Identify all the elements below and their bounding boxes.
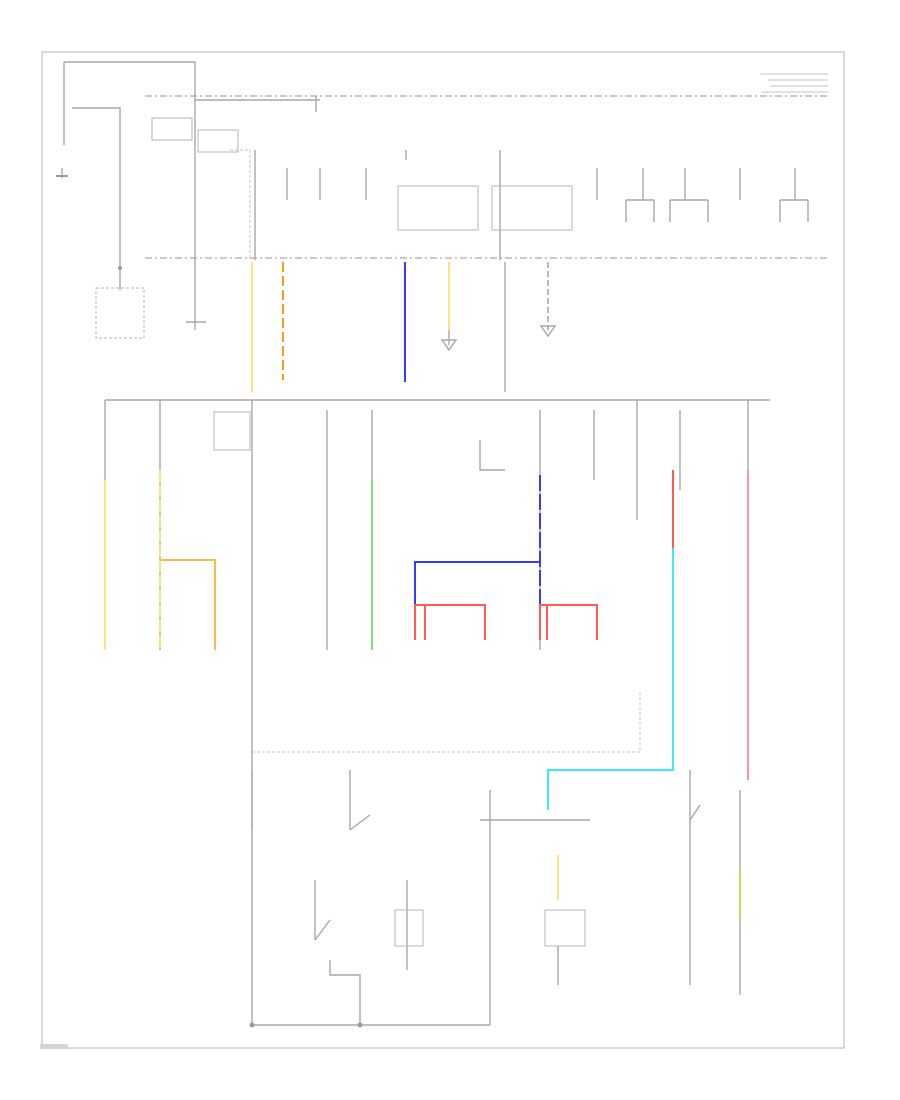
diagram-code-mark <box>40 1044 68 1049</box>
underdash-bus <box>104 399 770 1025</box>
title-block <box>760 73 828 93</box>
underhood-colored-wires <box>251 262 557 392</box>
main-fuse-area <box>151 96 320 258</box>
ignition-switch <box>213 411 251 451</box>
relay-right <box>491 185 573 231</box>
underdash-colored-wires <box>104 470 749 810</box>
lower-section <box>249 690 741 1028</box>
starter-box <box>95 287 145 339</box>
diagram-frame <box>41 51 845 1049</box>
fuse-row-top <box>254 150 809 260</box>
battery-circuit <box>56 61 206 339</box>
relay-left <box>397 185 479 231</box>
